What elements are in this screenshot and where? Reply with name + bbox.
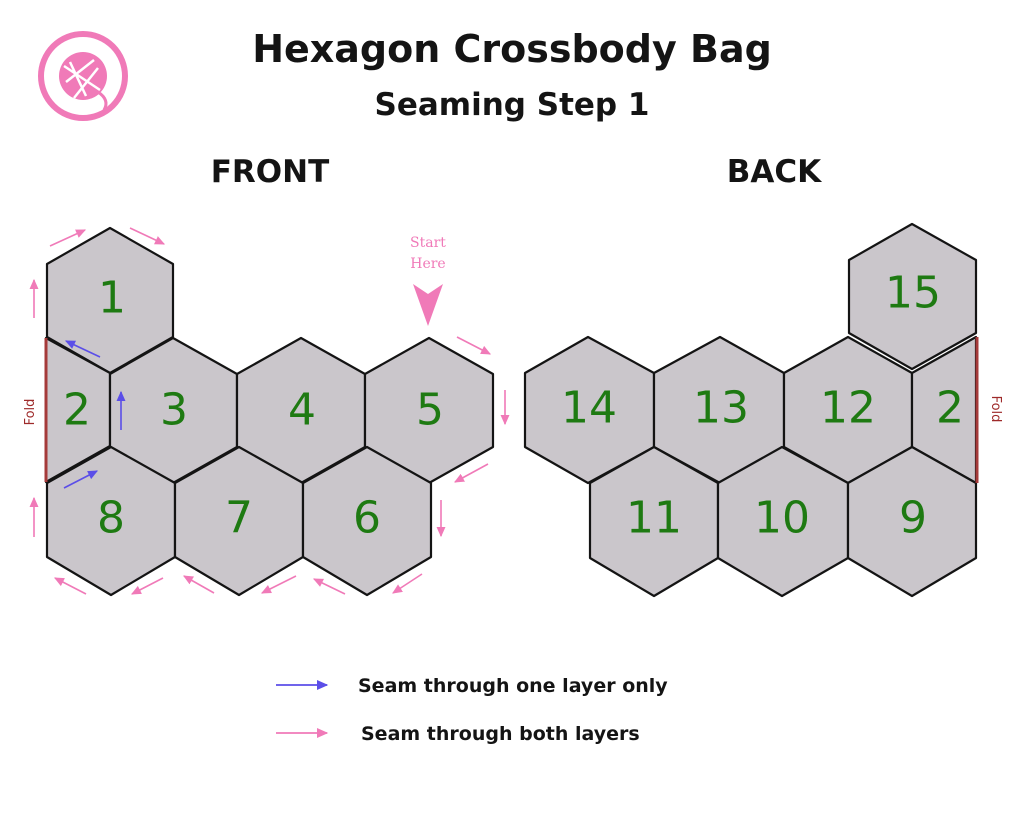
front-seam-arrows-one-layer: [63, 340, 126, 489]
pink-arrow-icon: [456, 336, 491, 355]
start-label-line2: Here: [410, 256, 445, 272]
back-fold-label: Fold: [988, 396, 1003, 423]
pink-arrow-icon: [183, 575, 215, 594]
hexagon-number: 8: [97, 493, 125, 544]
start-arrow-icon: [413, 284, 443, 326]
hexagon-number: 7: [225, 493, 253, 544]
hexagon-number: 14: [561, 383, 617, 434]
hexagon-number: 10: [754, 493, 810, 544]
hexagon-number: 13: [693, 383, 749, 434]
pink-arrow-icon: [454, 463, 489, 483]
hexagon-number: 3: [160, 385, 188, 436]
page-title: Hexagon Crossbody Bag: [252, 27, 772, 71]
start-here-marker: Start Here: [410, 235, 446, 326]
legend-item-both-layers: Seam through both layers: [276, 723, 640, 745]
pink-arrow-icon: [129, 227, 166, 245]
pink-arrow-icon: [392, 573, 423, 594]
blue-arrow-icon: [63, 470, 98, 489]
hexagon-number: 2: [936, 383, 964, 434]
legend-item-one-layer: Seam through one layer only: [276, 675, 668, 697]
pink-arrow-icon: [131, 577, 164, 595]
hexagon-number: 15: [885, 268, 941, 319]
hexagon-number: 1: [98, 273, 126, 324]
hexagon-number: 4: [288, 385, 316, 436]
front-fold-label: Fold: [23, 399, 38, 426]
hexagon-back-15: 15: [847, 222, 978, 371]
hexagon-back-12: 12: [782, 335, 914, 485]
back-hexagons: 15 14 13 12 2 11 10 9: [523, 222, 978, 598]
yarn-ball-logo: [38, 31, 128, 121]
front-seam-arrows-both-layers: [29, 227, 510, 595]
hexagon-back-10: 10: [716, 445, 850, 598]
hexagon-number: 9: [899, 493, 927, 544]
legend-label: Seam through one layer only: [358, 675, 668, 697]
hexagon-number: 11: [626, 493, 682, 544]
hexagon-back-11: 11: [588, 445, 720, 598]
hexagon-back-9: 9: [846, 445, 978, 598]
legend: Seam through one layer only Seam through…: [276, 675, 668, 745]
hexagon-number: 12: [820, 383, 876, 434]
pink-arrow-icon: [312, 578, 346, 595]
front-label: FRONT: [211, 154, 330, 190]
hexagon-front-6: 6: [301, 445, 433, 597]
legend-label: Seam through both layers: [361, 723, 640, 745]
hexagon-number: 5: [416, 385, 444, 436]
pink-arrow-icon: [54, 577, 87, 595]
hexagon-front-5: 5: [363, 336, 495, 485]
front-hexagons: 1 2 3 4 5 8 7 6: [44, 226, 495, 597]
blue-arrow-icon: [64, 340, 101, 358]
hexagon-back-2: 2: [910, 335, 978, 485]
back-label: BACK: [727, 154, 822, 190]
hexagon-number: 6: [353, 493, 381, 544]
pink-arrow-icon: [49, 229, 87, 247]
pink-arrow-icon: [260, 575, 297, 594]
hexagon-number: 2: [63, 385, 91, 436]
start-label-line1: Start: [410, 235, 446, 251]
hexagon-back-13: 13: [652, 335, 786, 485]
page-subtitle: Seaming Step 1: [375, 87, 650, 123]
